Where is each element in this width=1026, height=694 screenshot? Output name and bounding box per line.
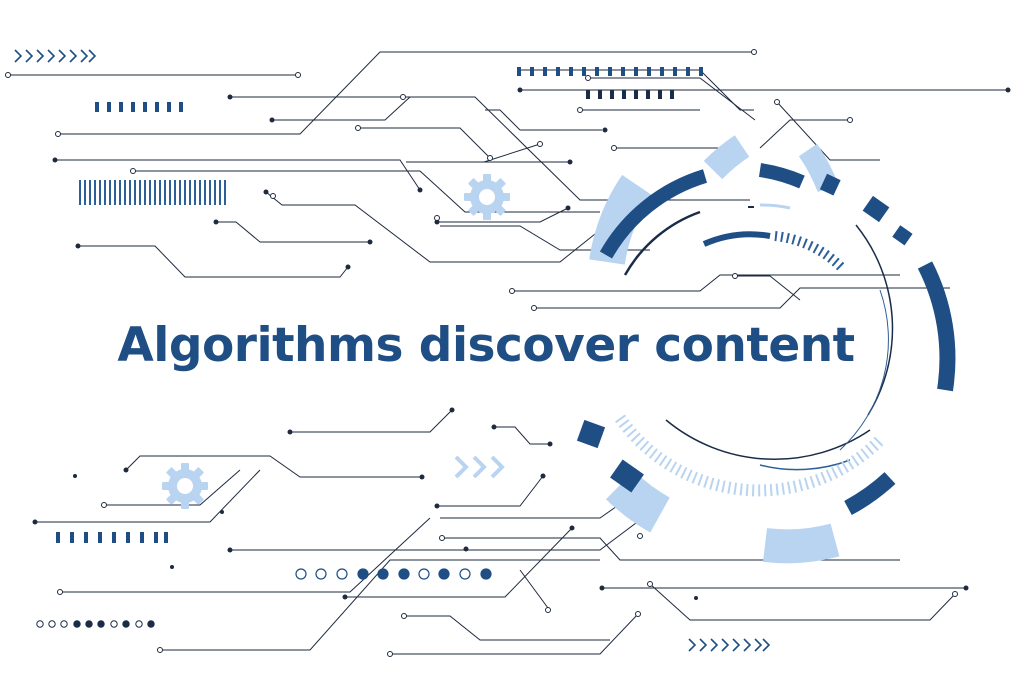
bar-strip-top-center-2 xyxy=(586,90,674,99)
chevrons-icon xyxy=(14,49,97,63)
bar-strip-top-center xyxy=(517,67,703,76)
dot-row-center xyxy=(295,568,492,580)
bar-strip-left-tall xyxy=(79,180,226,205)
gear-icon xyxy=(162,463,208,509)
dot-row-bottom-left xyxy=(36,620,155,628)
hud-squares xyxy=(576,173,913,493)
chevrons-icon xyxy=(454,455,505,479)
bar-strip-top-left xyxy=(95,102,183,112)
chevrons-icon xyxy=(688,638,771,652)
gear-icon xyxy=(464,174,510,220)
headline-text: Algorithms discover content xyxy=(117,318,855,373)
connector-dots xyxy=(32,87,1011,600)
bar-strip-bottom-left xyxy=(56,532,168,543)
headline: Algorithms discover content xyxy=(0,318,1000,373)
connector-rings xyxy=(5,49,958,657)
